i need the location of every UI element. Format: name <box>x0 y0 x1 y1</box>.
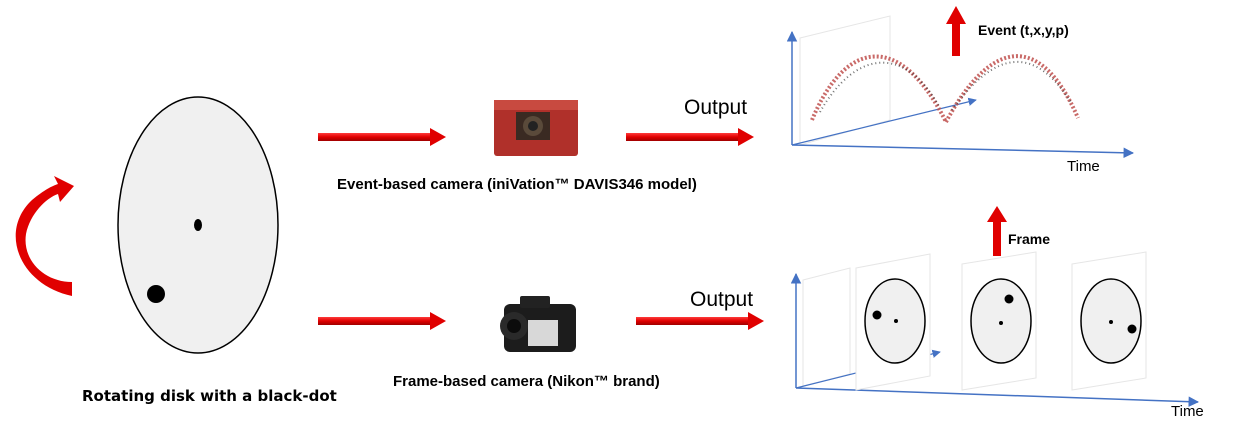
arrow-disk-to-frame-camera <box>318 312 446 330</box>
frame-2 <box>961 251 1037 391</box>
disk-caption: Rotating disk with a black-dot <box>82 387 337 405</box>
frame-plot-tag: Frame <box>1008 231 1051 247</box>
frame-axis-time <box>795 387 1200 407</box>
rotation-arrow-icon <box>15 176 74 296</box>
frame-plot <box>790 251 1200 407</box>
event-stream-curve <box>810 54 1080 123</box>
event-plot <box>786 15 1135 159</box>
frame-camera-caption: Frame-based camera (Nikon™ brand) <box>393 373 660 390</box>
event-camera-caption: Event-based camera (iniVation™ DAVIS346 … <box>337 176 697 193</box>
event-time-label: Time <box>1067 158 1100 175</box>
frame-1 <box>855 253 931 391</box>
arrow-up-frame <box>987 206 1007 256</box>
frame-camera-image <box>500 296 576 352</box>
arrow-event-camera-to-output <box>626 128 754 146</box>
rotating-disk <box>117 96 279 354</box>
arrow-up-event <box>946 6 966 56</box>
arrow-disk-to-event-camera <box>318 128 446 146</box>
flow-arrows <box>318 6 1007 330</box>
event-plot-tag: Event (t,x,y,p) <box>978 22 1069 38</box>
black-dot <box>147 285 165 303</box>
event-axis-time <box>791 144 1135 159</box>
event-output-label: Output <box>684 96 748 119</box>
center-dot <box>194 219 202 231</box>
event-camera-image <box>494 100 578 156</box>
frame-time-label: Time <box>1171 403 1204 420</box>
arrow-frame-camera-to-output <box>636 312 764 330</box>
frame-output-label: Output <box>690 288 754 311</box>
event-axis-depth <box>791 97 977 146</box>
frame-3 <box>1071 251 1147 391</box>
